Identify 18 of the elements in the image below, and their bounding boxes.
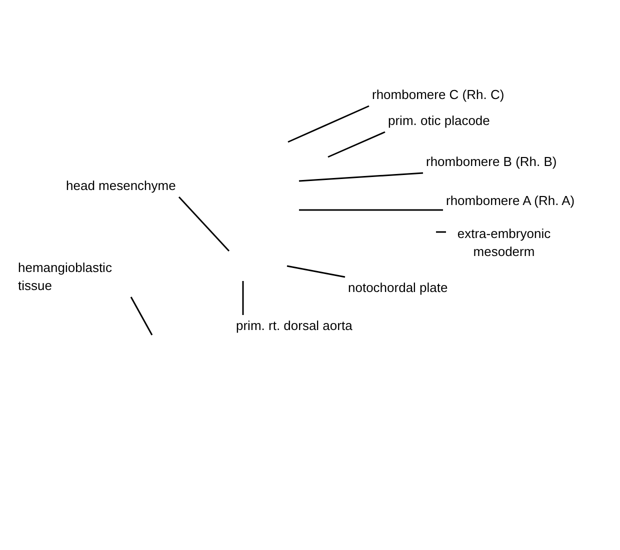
leader-line [436,231,446,233]
part-label: prim. otic placode [388,112,490,130]
part-label: prim. rt. dorsal aorta [236,317,352,335]
leader-line [130,296,153,336]
leader-line [178,196,230,252]
part-label: extra-embryonic mesoderm [449,225,559,261]
leader-line [298,172,424,182]
leader-line [328,131,386,158]
part-label: rhombomere C (Rh. C) [372,86,504,104]
part-label: head mesenchyme [66,177,176,195]
part-label: rhombomere B (Rh. B) [426,153,557,171]
leader-line [299,209,443,211]
part-label: notochordal plate [348,279,448,297]
leader-line [242,281,244,315]
leader-line [286,265,346,278]
part-label: hemangioblastic tissue [18,259,128,295]
part-label: rhombomere A (Rh. A) [446,192,575,210]
leader-line [288,105,370,143]
